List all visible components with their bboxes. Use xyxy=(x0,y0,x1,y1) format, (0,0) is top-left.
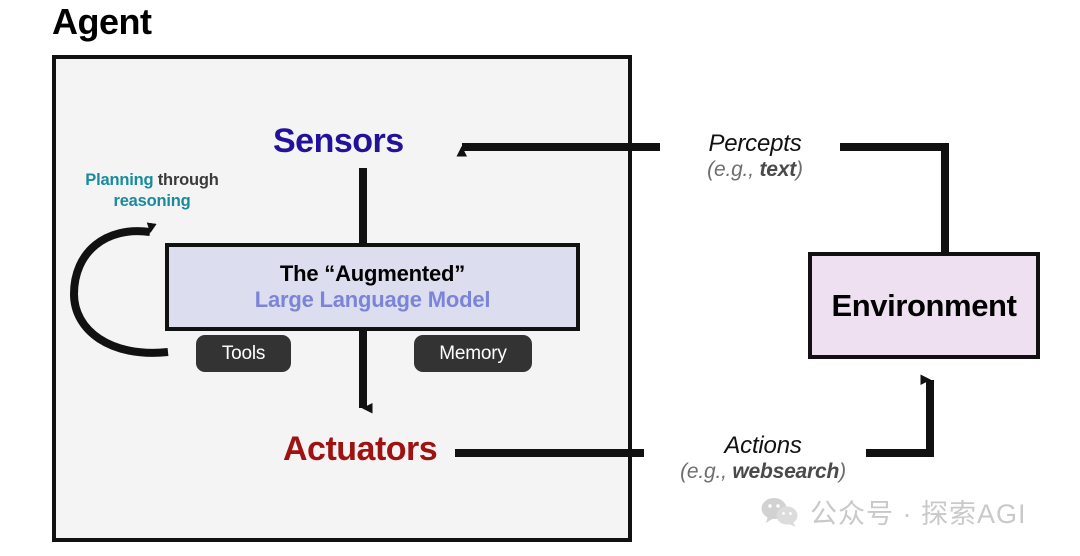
planning-word-dim: through xyxy=(157,171,219,189)
actuators-label: Actuators xyxy=(283,430,438,468)
percepts-example-bold: text xyxy=(759,158,797,182)
planning-word-accent-1: Planning xyxy=(85,171,154,189)
actions-title: Actions xyxy=(724,432,802,459)
actions-example-prefix: (e.g., xyxy=(680,460,733,484)
percepts-example-prefix: (e.g., xyxy=(707,158,760,182)
llm-title-line1: The “Augmented” xyxy=(279,260,466,286)
environment-label: Environment xyxy=(831,287,1017,323)
planning-word-accent-2: reasoning xyxy=(113,191,191,210)
percepts-example: (e.g., text) xyxy=(660,158,850,183)
watermark-text: 公众号 · 探索AGI xyxy=(810,499,1027,529)
environment-box: Environment xyxy=(808,252,1040,359)
wechat-icon xyxy=(761,497,798,527)
module-pill-tools-label: Tools xyxy=(221,342,266,364)
llm-title-line2: Large Language Model xyxy=(254,287,491,312)
watermark: 公众号 · 探索AGI xyxy=(760,492,1027,531)
planning-annotation: Planning through reasoning xyxy=(62,170,242,211)
actions-edge-label: Actions (e.g., websearch) xyxy=(648,432,878,485)
actions-example: (e.g., websearch) xyxy=(648,460,878,485)
actions-example-suffix: ) xyxy=(839,460,846,484)
module-pill-memory-label: Memory xyxy=(439,342,507,364)
module-pill-memory: Memory xyxy=(414,335,532,372)
percepts-title: Percepts xyxy=(708,130,802,157)
module-pill-tools: Tools xyxy=(196,335,291,372)
sensors-label: Sensors xyxy=(273,122,404,160)
augmented-llm-box: The “Augmented” Large Language Model xyxy=(165,243,580,331)
percepts-edge-label: Percepts (e.g., text) xyxy=(660,130,850,183)
percepts-example-suffix: ) xyxy=(796,158,803,182)
actions-example-bold: websearch xyxy=(732,460,840,484)
agent-title: Agent xyxy=(52,1,152,42)
